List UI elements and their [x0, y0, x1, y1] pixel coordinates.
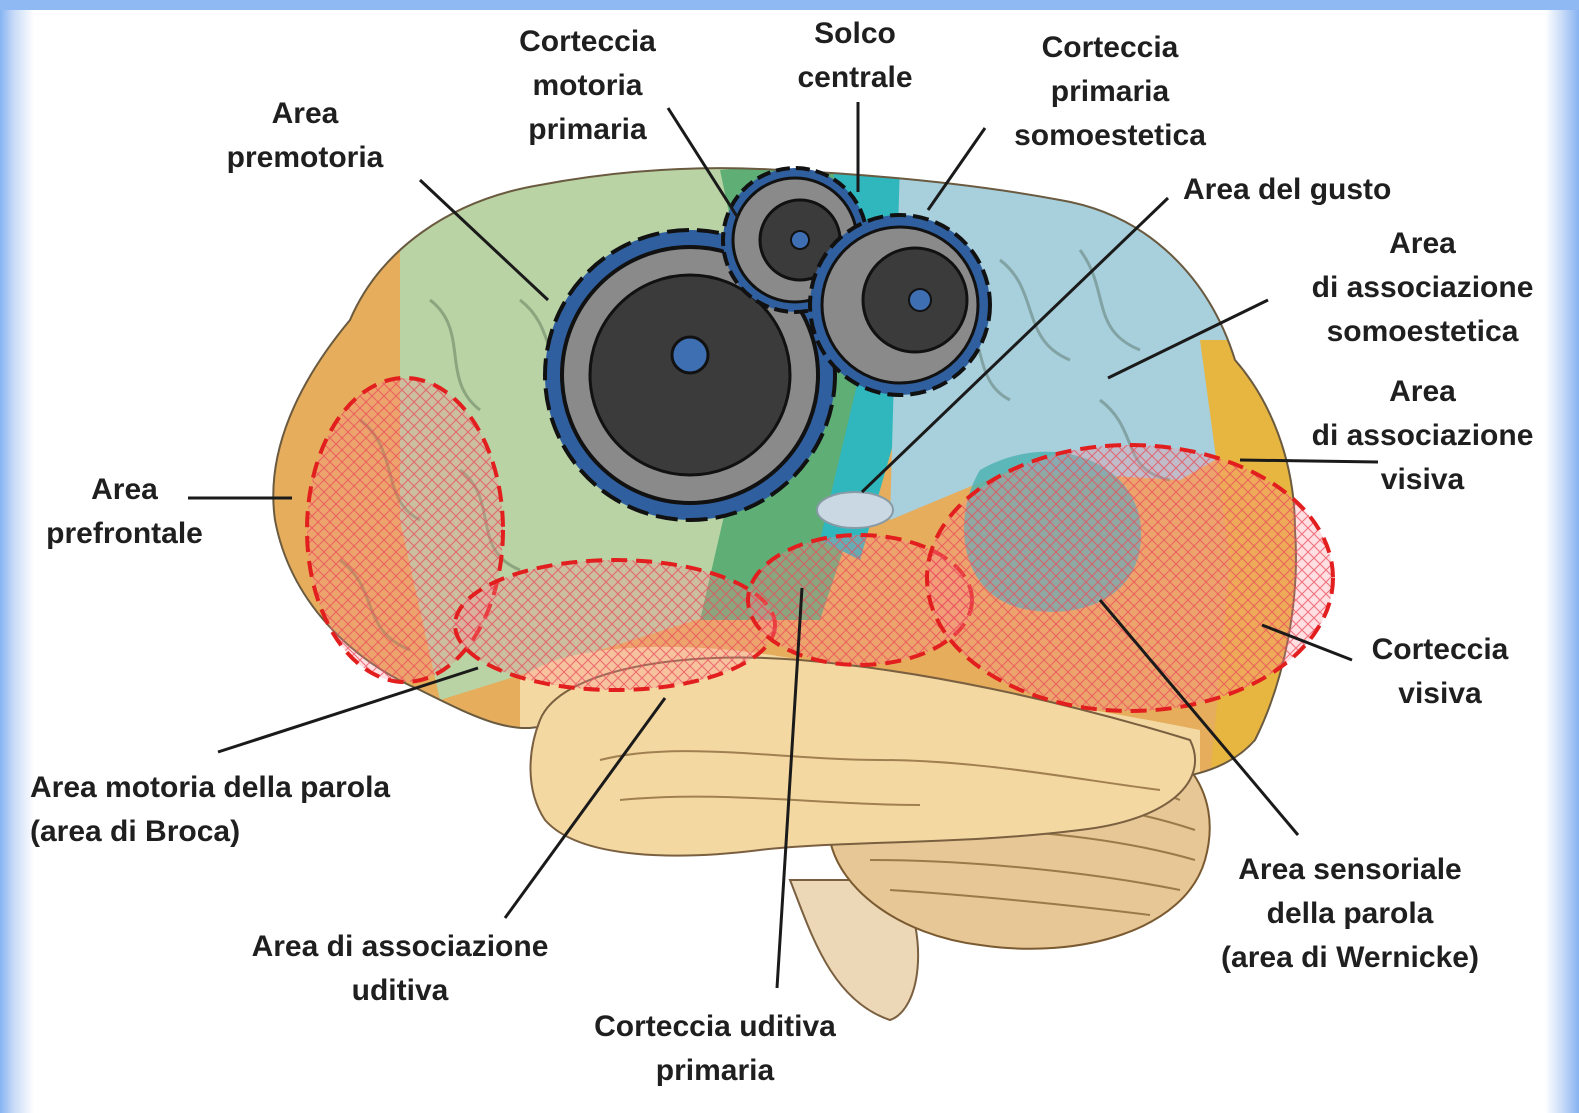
- label-area-associazione-somoestetica: Area di associazione somoestetica: [1275, 222, 1570, 354]
- gear-icon: [810, 215, 990, 395]
- highlight-broca: [455, 560, 775, 690]
- label-corteccia-uditiva-primaria: Corteccia uditiva primaria: [555, 1005, 875, 1093]
- highlight-wernicke: [927, 445, 1333, 711]
- label-corteccia-motoria-primaria: Corteccia motoria primaria: [490, 20, 685, 152]
- label-area-prefrontale: Area prefrontale: [22, 468, 227, 556]
- label-area-del-gusto: Area del gusto: [1183, 168, 1483, 212]
- label-area-broca: Area motoria della parola (area di Broca…: [30, 766, 450, 854]
- label-area-associazione-uditiva: Area di associazione uditiva: [205, 925, 595, 1013]
- label-solco-centrale: Solco centrale: [770, 12, 940, 100]
- label-area-premotoria: Area premotoria: [200, 92, 410, 180]
- taste-area: [817, 492, 893, 528]
- label-corteccia-primaria-somoestetica: Corteccia primaria somoestetica: [985, 26, 1235, 158]
- label-area-wernicke: Area sensoriale della parola (area di We…: [1190, 848, 1510, 980]
- label-corteccia-visiva: Corteccia visiva: [1350, 628, 1530, 716]
- label-area-associazione-visiva: Area di associazione visiva: [1275, 370, 1570, 502]
